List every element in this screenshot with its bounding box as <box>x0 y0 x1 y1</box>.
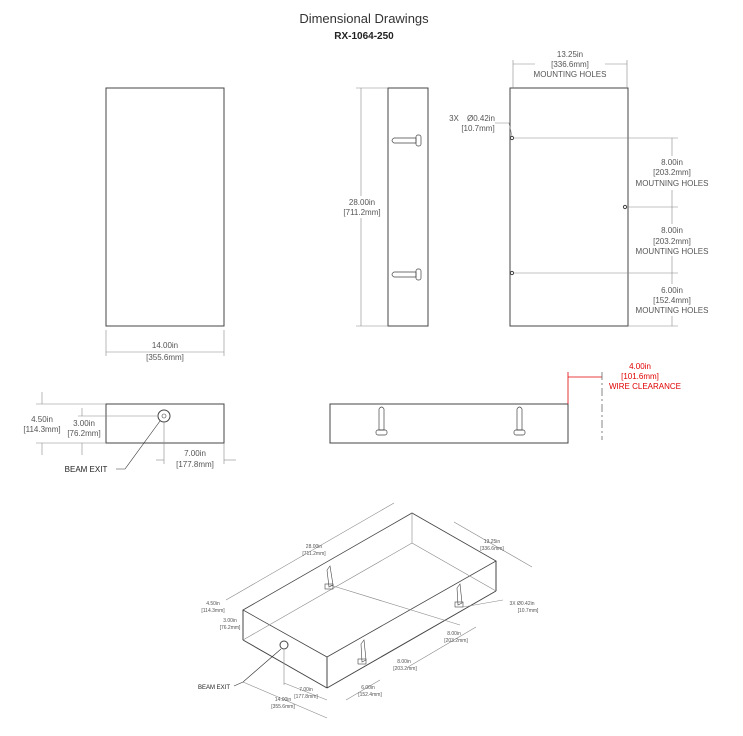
iso-beam-height-in: 3.00in <box>223 618 237 624</box>
clearance-mm: [101.6mm] <box>621 372 659 381</box>
front-width-in: 14.00in <box>152 341 178 350</box>
clearance-in: 4.00in <box>629 362 651 371</box>
dim-in: 8.00in <box>661 158 683 167</box>
side-view: 28.00in [711.2mm] <box>343 87 429 327</box>
front-width-mm: [355.6mm] <box>146 353 184 362</box>
iso-hole-spec-mm: [10.7mm] <box>518 608 539 614</box>
dim-in: 8.00in <box>661 226 683 235</box>
screw-icon <box>324 565 334 590</box>
side-height-in: 28.00in <box>349 198 375 207</box>
back-view: 13.25in [336.6mm] MOUNTING HOLES 3X Ø0.4… <box>449 50 709 327</box>
iso-height-in: 4.50in <box>206 601 220 607</box>
iso-d1-in: 8.00in <box>447 631 461 637</box>
iso-beam-height-mm: [76.2mm] <box>220 625 241 631</box>
beam-exit-icon <box>157 409 171 423</box>
top-view: 4.50in [114.3mm] 3.00in [76.2mm] 7.00in … <box>23 392 236 474</box>
iso-beam-off-in: 7.00in <box>299 687 313 693</box>
beam-exit-icon <box>279 640 289 650</box>
beam-offset-mm: [177.8mm] <box>176 460 214 469</box>
mounting-hole <box>622 204 628 210</box>
dim-in: 6.00in <box>661 286 683 295</box>
clearance-label: WIRE CLEARANCE <box>609 382 681 391</box>
hole-qty: 3X <box>449 114 459 123</box>
beam-height-mm: [76.2mm] <box>67 429 100 438</box>
hole-dia-mm: [10.7mm] <box>461 124 494 133</box>
dim-label: MOUNTING HOLES <box>636 247 709 256</box>
iso-length-in: 28.00in <box>306 544 323 550</box>
front-view: 14.00in [355.6mm] <box>105 87 225 362</box>
screw-icon <box>513 406 526 436</box>
screw-icon <box>357 639 367 665</box>
beam-offset-in: 7.00in <box>184 449 206 458</box>
model-number: RX-1064-250 <box>334 31 394 42</box>
iso-holes-mm: [336.6mm] <box>480 546 504 552</box>
hole-spacing-label: MOUNTING HOLES <box>534 70 607 79</box>
iso-height-mm: [114.3mm] <box>201 608 225 614</box>
dim-label: MOUNTING HOLES <box>636 306 709 315</box>
dim-mm: [203.2mm] <box>653 168 691 177</box>
dim-mm: [203.2mm] <box>653 237 691 246</box>
iso-d2-mm: [203.2mm] <box>393 666 417 672</box>
screw-icon <box>391 134 422 147</box>
mounting-hole <box>509 135 515 141</box>
screw-icon <box>454 583 464 608</box>
bottom-view: 4.00in [101.6mm] WIRE CLEARANCE <box>329 362 681 444</box>
iso-d3-mm: [152.4mm] <box>358 692 382 698</box>
iso-width-in: 14.00in <box>275 697 292 703</box>
dim-mm: [152.4mm] <box>653 296 691 305</box>
iso-holes-in: 13.25in <box>484 539 501 545</box>
top-height-in: 4.50in <box>31 415 53 424</box>
side-height-mm: [711.2mm] <box>343 208 380 217</box>
beam-height-in: 3.00in <box>73 419 95 428</box>
iso-width-mm: [355.6mm] <box>271 704 295 710</box>
dim-label: MOUTNING HOLES <box>636 179 709 188</box>
drawing-title: Dimensional Drawings <box>299 11 429 26</box>
screw-icon <box>375 406 388 436</box>
hole-spacing-mm: [336.6mm] <box>551 60 589 69</box>
isometric-view: 28.00in [711.2mm] 13.25in [336.6mm] 4.50… <box>198 502 539 719</box>
hole-spacing-in: 13.25in <box>557 50 583 59</box>
iso-length-mm: [711.2mm] <box>302 551 326 557</box>
iso-d1-mm: [203.2mm] <box>444 638 468 644</box>
mounting-hole <box>509 270 515 276</box>
iso-beam-exit-label: BEAM EXIT <box>198 685 230 691</box>
iso-beam-off-mm: [177.8mm] <box>294 694 318 700</box>
iso-d2-in: 8.00in <box>397 659 411 665</box>
hole-dia-in: Ø0.42in <box>467 114 495 123</box>
iso-hole-spec: 3X Ø0.42in <box>509 601 534 607</box>
iso-d3-in: 6.00in <box>361 685 375 691</box>
top-height-mm: [114.3mm] <box>23 425 60 434</box>
beam-exit-label: BEAM EXIT <box>65 465 108 474</box>
screw-icon <box>391 268 422 281</box>
